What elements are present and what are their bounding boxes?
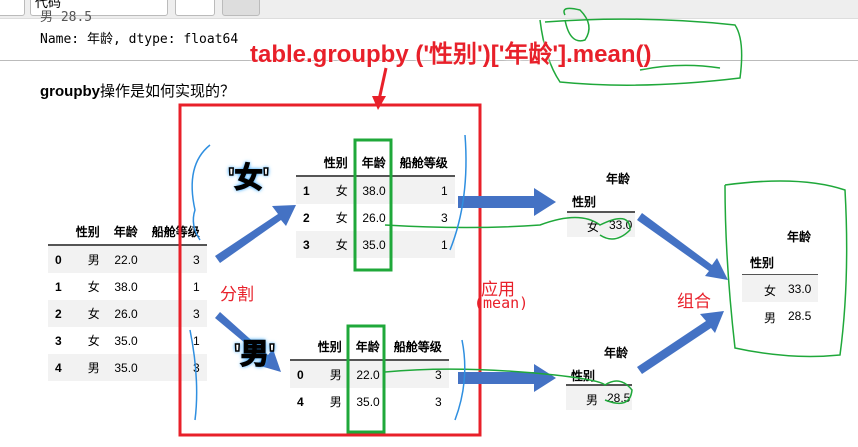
table-row: 3 女 35.0 1 — [296, 231, 455, 258]
table-row: 3 女 35.0 1 — [48, 327, 207, 354]
red-arrow — [377, 67, 388, 101]
table-cell: 男 — [87, 361, 100, 375]
toolbar-button[interactable] — [175, 0, 215, 16]
table-cell: 22.0 — [356, 367, 380, 382]
table-cell: 男 — [329, 395, 342, 409]
table-cell: 35.0 — [114, 333, 138, 348]
female-key-label: '女' — [227, 161, 270, 194]
output-line: Name: 年龄, dtype: float64 — [40, 32, 239, 47]
row-index: 0 — [55, 252, 62, 267]
col-header: 性别 — [75, 225, 100, 239]
table-cell: 男 — [329, 368, 342, 382]
row-index: 0 — [297, 367, 304, 382]
table-row: 1 女 38.0 1 — [48, 273, 207, 300]
green-scribbles — [384, 7, 848, 405]
table-cell: 3 — [435, 367, 442, 382]
col-header: 性别 — [317, 340, 342, 354]
row-index: 4 — [297, 394, 304, 409]
combine-label: 组合 — [677, 292, 711, 311]
notebook-toolbar: 代码 — [0, 0, 858, 19]
q-rest: 操作是如何实现的？ — [100, 83, 236, 100]
col-header: 年龄 — [361, 156, 386, 170]
table-cell: 3 — [193, 252, 200, 267]
toolbar-button[interactable] — [0, 0, 25, 16]
row-index: 1 — [303, 183, 310, 198]
row-index: 2 — [55, 306, 62, 321]
blue-arrows — [215, 188, 728, 392]
toolbar-button[interactable] — [222, 0, 260, 16]
green-box-male — [346, 324, 386, 434]
apply-sub-label: (mean) — [474, 294, 529, 312]
table-cell: 1 — [193, 279, 200, 294]
table-cell: 35.0 — [362, 237, 386, 252]
result-index: 性别 — [750, 256, 775, 270]
table-cell: 26.0 — [362, 210, 386, 225]
table-row: 2 女 26.0 3 — [296, 204, 455, 231]
col-header: 船舱等级 — [399, 156, 448, 170]
result-col: 年龄 — [787, 230, 812, 244]
table-cell: 38.0 — [114, 279, 138, 294]
table-cell: 女 — [335, 211, 348, 225]
row-index: 4 — [55, 360, 62, 375]
female-mean-index: 性别 — [572, 195, 597, 209]
table-cell: 女 — [335, 238, 348, 252]
cell-type-select[interactable]: 代码 — [30, 0, 168, 16]
groupby-code-annotation: table.groupby ('性别')['年龄'].mean() — [250, 41, 652, 68]
table-cell: 22.0 — [114, 252, 138, 267]
markdown-question: groupby操作是如何实现的？ — [40, 80, 235, 101]
table-row: 0 男 22.0 3 — [290, 360, 449, 388]
row-index: 3 — [55, 333, 62, 348]
col-header: 船舱等级 — [393, 340, 442, 354]
table-cell: 3 — [193, 306, 200, 321]
table-cell: 男 — [87, 253, 100, 267]
col-header: 船舱等级 — [151, 225, 200, 239]
q-bold: groupby — [40, 83, 100, 100]
table-cell: 1 — [193, 333, 200, 348]
cell-divider — [0, 60, 858, 61]
output-line: 男 28.5 — [40, 10, 93, 25]
table-cell: 女 — [87, 307, 100, 321]
row-index: 2 — [303, 210, 310, 225]
red-box — [178, 103, 482, 437]
table-cell: 26.0 — [114, 306, 138, 321]
table-cell: 35.0 — [114, 360, 138, 375]
table-row: 1 女 38.0 1 — [296, 176, 455, 204]
row-index: 3 — [303, 237, 310, 252]
table-cell: 1 — [441, 237, 448, 252]
table-cell: 3 — [435, 394, 442, 409]
table-cell: 女 — [335, 184, 348, 198]
blue-scribbles — [189, 134, 467, 421]
female-mean-col: 年龄 — [606, 172, 631, 186]
col-header: 年龄 — [355, 340, 380, 354]
male-table: 性别年龄船舱等级 0 男 22.0 3 4 男 35.0 3 — [290, 334, 449, 415]
apply-label: 应用 — [481, 280, 515, 299]
green-box-female — [353, 138, 393, 272]
table-cell: 女 — [87, 334, 100, 348]
table-cell: 38.0 — [362, 183, 386, 198]
female-table: 性别年龄船舱等级 1 女 38.0 1 2 女 26.0 3 3 女 35.0 1 — [296, 150, 455, 258]
male-mean-col: 年龄 — [604, 346, 629, 360]
table-row: 4 男 35.0 3 — [290, 388, 449, 415]
table-cell: 35.0 — [356, 394, 380, 409]
split-label: 分割 — [220, 285, 254, 304]
col-header: 性别 — [323, 156, 348, 170]
table-cell: 1 — [441, 183, 448, 198]
male-key-label: '男' — [233, 337, 276, 370]
table-cell: 3 — [193, 360, 200, 375]
col-header: 年龄 — [113, 225, 138, 239]
table-cell: 3 — [441, 210, 448, 225]
table-cell: 女 — [87, 280, 100, 294]
row-index: 1 — [55, 279, 62, 294]
